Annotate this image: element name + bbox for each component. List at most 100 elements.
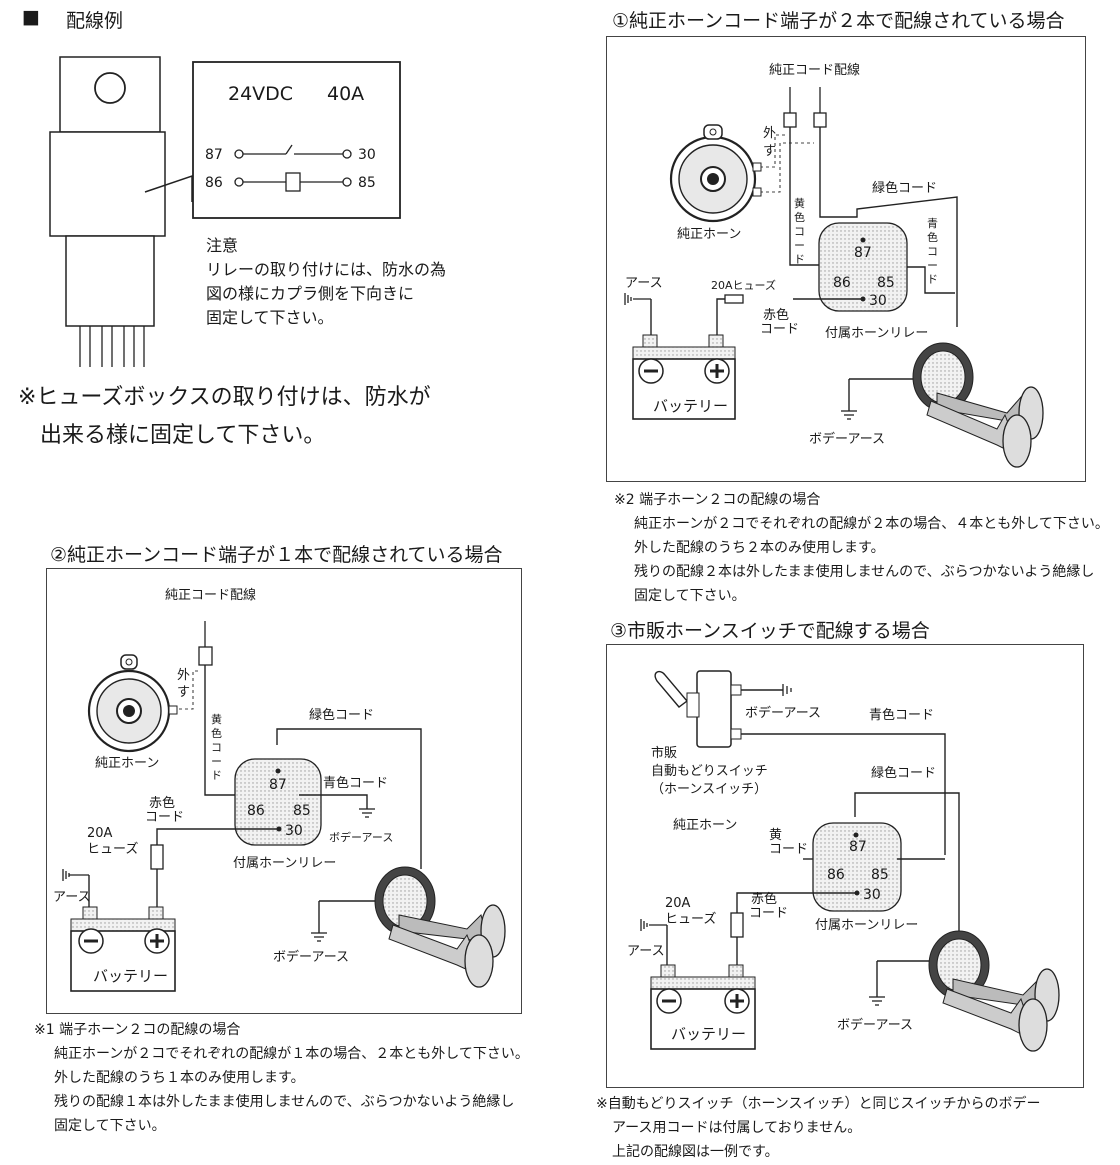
s1-junsei-horn-label: 純正ホーン	[677, 227, 741, 242]
s1-note-5: 固定して下さい。	[634, 588, 746, 604]
section3-title: ③市販ホーンスイッチで配線する場合	[610, 620, 930, 642]
relay-body	[49, 131, 166, 237]
s2-yellow-5: ド	[211, 769, 222, 782]
s2-note-4: 残りの配線１本は外したまま使用しませんので、ぶらつかないよう絶縁し	[54, 1094, 515, 1110]
s3-red-2: コード	[749, 906, 788, 921]
section1-diagram-panel: 純正コード配線 外 す 純正ホーン 黄 色 コ ー ド 緑色コード	[606, 36, 1086, 482]
s2-note-1: ※1 端子ホーン２コの配線の場合	[34, 1022, 241, 1038]
s3-relay-85: 85	[871, 867, 889, 883]
relay-mount-hole	[94, 72, 126, 104]
s2-earth-icon	[62, 869, 89, 881]
s3-body-earth-icon	[869, 996, 885, 1006]
s1-yellow-1: 黄	[794, 196, 805, 210]
fuse-note-line-2: 出来る様に固定して下さい。	[40, 423, 326, 448]
s1-relay-85: 85	[877, 275, 895, 291]
s3-note-3: 上記の配線図は一例です。	[612, 1144, 779, 1160]
s1-blue-5: ド	[927, 273, 938, 286]
s1-blue-3: コ	[927, 245, 938, 258]
s2-relay-87: 87	[269, 777, 287, 793]
s1-relay-87: 87	[854, 245, 872, 261]
s3-body-earth-label: ボデーアース	[837, 1017, 913, 1033]
caution-line-3: 固定して下さい。	[206, 308, 334, 327]
s1-red-2: コード	[760, 322, 799, 337]
caution-line-2: 図の様にカプラ側を下向きに	[206, 284, 415, 303]
s1-red-1: 赤色	[763, 307, 789, 323]
s3-switch-label-2: 自動もどりスイッチ	[651, 764, 768, 779]
s1-battery-label: バッテリー	[653, 397, 728, 415]
s3-relay-30: 30	[863, 887, 881, 903]
s1-relay-86: 86	[833, 275, 851, 291]
s2-yellow-1: 黄	[211, 712, 222, 726]
s3-yellow-1: 黄	[769, 828, 782, 843]
caution-line-1: リレーの取り付けには、防水の為	[206, 260, 447, 279]
s1-connector-1	[783, 112, 797, 128]
s1-blue-2: 色	[927, 230, 938, 244]
s1-yellow-5: ド	[794, 253, 805, 266]
s2-connector	[198, 646, 213, 666]
s1-body-earth-icon	[841, 410, 857, 420]
section3-wiring-diagram: ボデーアース 青色コード 市販 自動もどりスイッチ （ホーンスイッチ） 純正ホー…	[627, 670, 1060, 1052]
s2-note-3: 外した配線のうち１本のみ使用します。	[54, 1070, 305, 1086]
s1-blue-1: 青	[927, 217, 938, 230]
s3-air-horn-icon	[928, 930, 1060, 1052]
s2-fuse-20a: 20A	[87, 826, 113, 841]
s1-fuse-icon	[724, 294, 744, 304]
s1-earth-icon	[624, 293, 651, 305]
s1-note-4: 残りの配線２本は外したまま使用しませんので、ぶらつかないよう絶縁し	[634, 564, 1095, 580]
s3-note-1: ※自動もどりスイッチ（ホーンスイッチ）と同じスイッチからのボデー	[596, 1096, 1041, 1112]
s2-relay-body-earth-label: ボデーアース	[329, 830, 393, 844]
s3-battery-label: バッテリー	[671, 1025, 746, 1043]
s3-earth-label: アース	[627, 944, 665, 959]
s3-note-2: アース用コードは付属しておりません。	[612, 1120, 862, 1136]
relay-spec-box	[192, 61, 401, 219]
terminal-86-label: 86	[205, 175, 223, 191]
s1-hazusu-2: す	[763, 144, 776, 159]
s1-air-horn-icon	[912, 342, 1044, 468]
s1-note-2: 純正ホーンが２コでそれぞれの配線が２本の場合、４本とも外して下さい。	[634, 516, 1109, 532]
section1-wiring-diagram: 純正コード配線 外 す 純正ホーン 黄 色 コ ー ド 緑色コード	[624, 62, 1044, 468]
s3-horn-switch-icon	[654, 670, 742, 748]
s2-battery-label: バッテリー	[93, 967, 168, 985]
s1-note-3: 外した配線のうち２本のみ使用します。	[634, 540, 885, 556]
s1-body-earth-label: ボデーアース	[809, 431, 885, 447]
s3-switch-label-3: （ホーンスイッチ）	[651, 782, 767, 797]
fuse-note-line-1: ※ヒューズボックスの取り付けは、防水が	[18, 385, 431, 410]
s3-fuse-icon	[730, 912, 744, 938]
s1-fuse-label: 20Aヒューズ	[711, 278, 776, 292]
caution-title: 注意	[206, 236, 239, 255]
s2-yellow-2: 色	[211, 726, 222, 740]
s3-yellow-2: コード	[769, 842, 808, 857]
section1-title: ①純正ホーンコード端子が２本で配線されている場合	[612, 10, 1065, 32]
s2-blue-cord-label: 青色コード	[323, 775, 388, 791]
s2-earth-label: アース	[53, 890, 91, 905]
relay-current: 40A	[327, 83, 364, 105]
s2-red-2: コード	[145, 810, 184, 825]
s3-switch-label-1: 市販	[651, 745, 677, 761]
s2-body-earth-label: ボデーアース	[273, 949, 349, 965]
s2-relay-30: 30	[285, 823, 303, 839]
s2-relay-86: 86	[247, 803, 265, 819]
relay-rating: 24VDC	[228, 83, 293, 105]
s3-fuse-20a: 20A	[665, 896, 691, 911]
s2-red-1: 赤色	[149, 795, 175, 811]
s1-yellow-2: 色	[794, 210, 805, 224]
s2-hazusu-2: す	[177, 685, 190, 700]
section-bullet: ■	[22, 6, 40, 28]
terminal-85-label: 85	[358, 175, 376, 191]
s2-air-horn-icon	[374, 866, 506, 988]
s2-yellow-3: コ	[211, 741, 222, 754]
s2-relay-earth-icon	[359, 808, 375, 818]
s3-blue-cord-label: 青色コード	[869, 707, 934, 723]
s1-yellow-3: コ	[794, 225, 805, 238]
section2-diagram-panel: 純正コード配線 外 す 純正ホーン 黄 色 コ ー ド 緑色コード 87 86 …	[46, 568, 522, 1014]
s2-junsei-cord-label: 純正コード配線	[165, 587, 256, 603]
s1-note-1: ※2 端子ホーン２コの配線の場合	[614, 492, 821, 508]
s2-yellow-4: ー	[211, 755, 222, 768]
s1-battery-icon	[632, 334, 736, 420]
s2-hazusu-1: 外	[177, 668, 190, 683]
s3-red-1: 赤色	[751, 891, 777, 907]
section2-title: ②純正ホーンコード端子が１本で配線されている場合	[50, 544, 503, 566]
s2-battery-icon	[70, 906, 176, 992]
s1-connector-2	[813, 112, 827, 128]
s3-switch-earth-icon	[782, 684, 792, 696]
